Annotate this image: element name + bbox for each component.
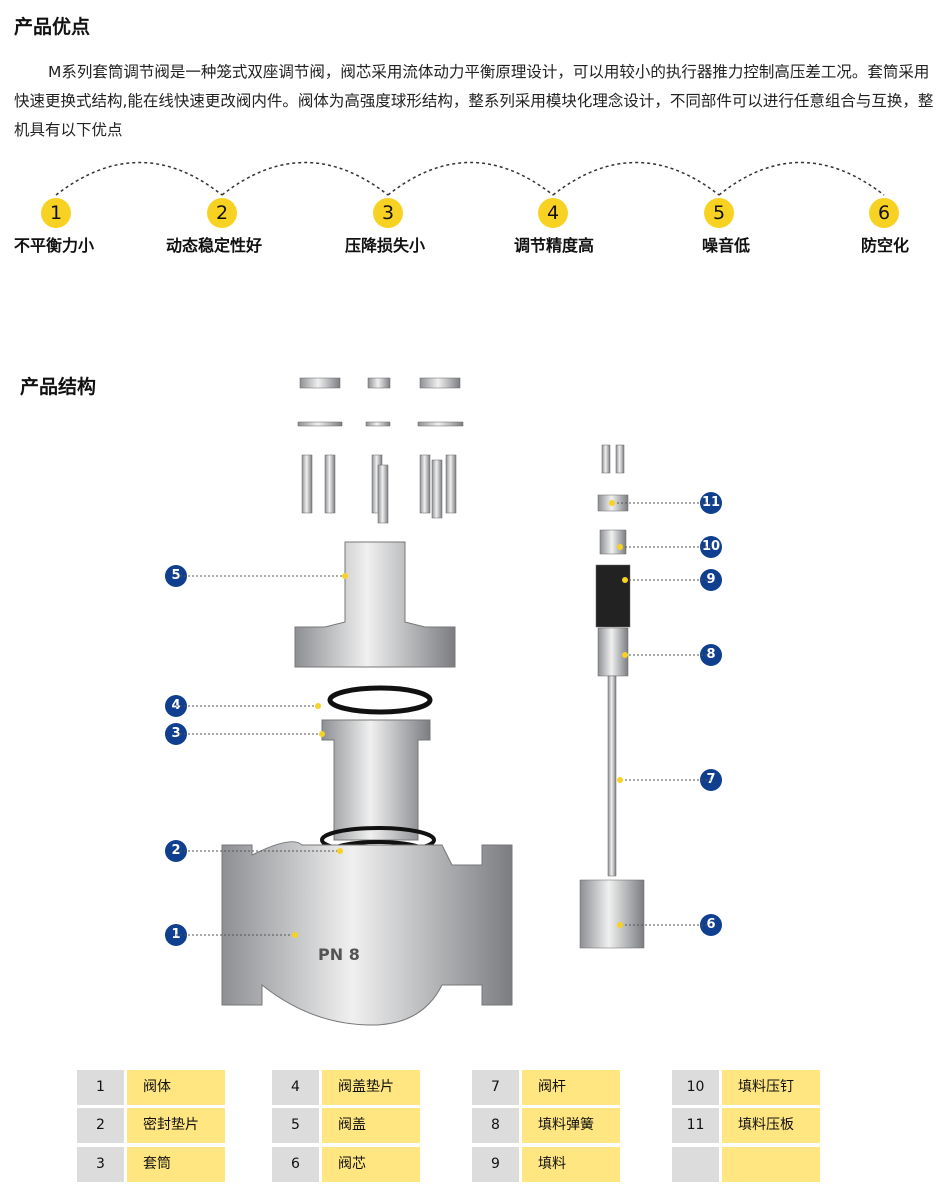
advantage-label: 不平衡力小 xyxy=(14,236,95,255)
part-name: 阀体 xyxy=(127,1070,225,1105)
intro-paragraph: M系列套筒调节阀是一种笼式双座调节阀，阀芯采用流体动力平衡原理设计，可以用较小的… xyxy=(14,63,934,139)
part-name: 密封垫片 xyxy=(127,1108,225,1143)
part-name xyxy=(722,1147,820,1182)
advantage-label: 噪音低 xyxy=(702,236,751,255)
callout-leader-lines xyxy=(176,500,711,938)
advantage-number: 6 xyxy=(869,198,899,228)
advantage-label: 压降损失小 xyxy=(345,236,426,255)
part-number: 5 xyxy=(272,1108,319,1143)
part-name: 填料弹簧 xyxy=(522,1108,620,1143)
leader-dot xyxy=(315,703,321,709)
part-number: 11 xyxy=(672,1108,719,1143)
advantage-number: 4 xyxy=(538,198,568,228)
advantage-number: 5 xyxy=(704,198,734,228)
part-name: 填料压板 xyxy=(722,1108,820,1143)
part-name: 阀芯 xyxy=(322,1147,420,1182)
dashed-arc-connector xyxy=(55,161,885,196)
leader-dot xyxy=(622,652,628,658)
leader-dot xyxy=(622,577,628,583)
advantage-label: 动态稳定性好 xyxy=(166,236,263,255)
leader-dot xyxy=(292,932,298,938)
leader-dot xyxy=(319,731,325,737)
bolts xyxy=(297,377,464,524)
advantage-label: 调节精度高 xyxy=(514,236,595,255)
part-name: 阀杆 xyxy=(522,1070,620,1105)
part-name: 填料 xyxy=(522,1147,620,1182)
advantage-number: 3 xyxy=(373,198,403,228)
part-name: 套筒 xyxy=(127,1147,225,1182)
leader-dot xyxy=(617,777,623,783)
leader-dot xyxy=(337,848,343,854)
leader-dot xyxy=(617,922,623,928)
valve-body xyxy=(221,841,513,1026)
leader-dot xyxy=(617,544,623,550)
part-number: 9 xyxy=(472,1147,519,1182)
part-number: 3 xyxy=(77,1147,124,1182)
leader-dot xyxy=(342,573,348,579)
advantage-number: 2 xyxy=(207,198,237,228)
stem-assembly xyxy=(579,444,645,949)
bonnet xyxy=(294,541,456,668)
part-number: 1 xyxy=(77,1070,124,1105)
part-number: 2 xyxy=(77,1108,124,1143)
advantages-title: 产品优点 xyxy=(14,16,91,38)
advantage-number: 1 xyxy=(41,198,71,228)
part-name: 阀盖垫片 xyxy=(322,1070,420,1105)
valve-exploded-diagram: PN 8 xyxy=(221,377,645,1026)
part-name: 阀盖 xyxy=(322,1108,420,1143)
sleeve xyxy=(321,719,431,841)
part-number: 7 xyxy=(472,1070,519,1105)
leader-dot xyxy=(609,500,615,506)
part-number xyxy=(672,1147,719,1182)
part-number: 10 xyxy=(672,1070,719,1105)
part-number: 4 xyxy=(272,1070,319,1105)
part-number: 8 xyxy=(472,1108,519,1143)
part-name: 填料压钉 xyxy=(722,1070,820,1105)
advantage-label: 防空化 xyxy=(861,236,910,255)
part-number: 6 xyxy=(272,1147,319,1182)
body-marking: PN 8 xyxy=(318,945,360,964)
structure-title: 产品结构 xyxy=(20,376,97,398)
